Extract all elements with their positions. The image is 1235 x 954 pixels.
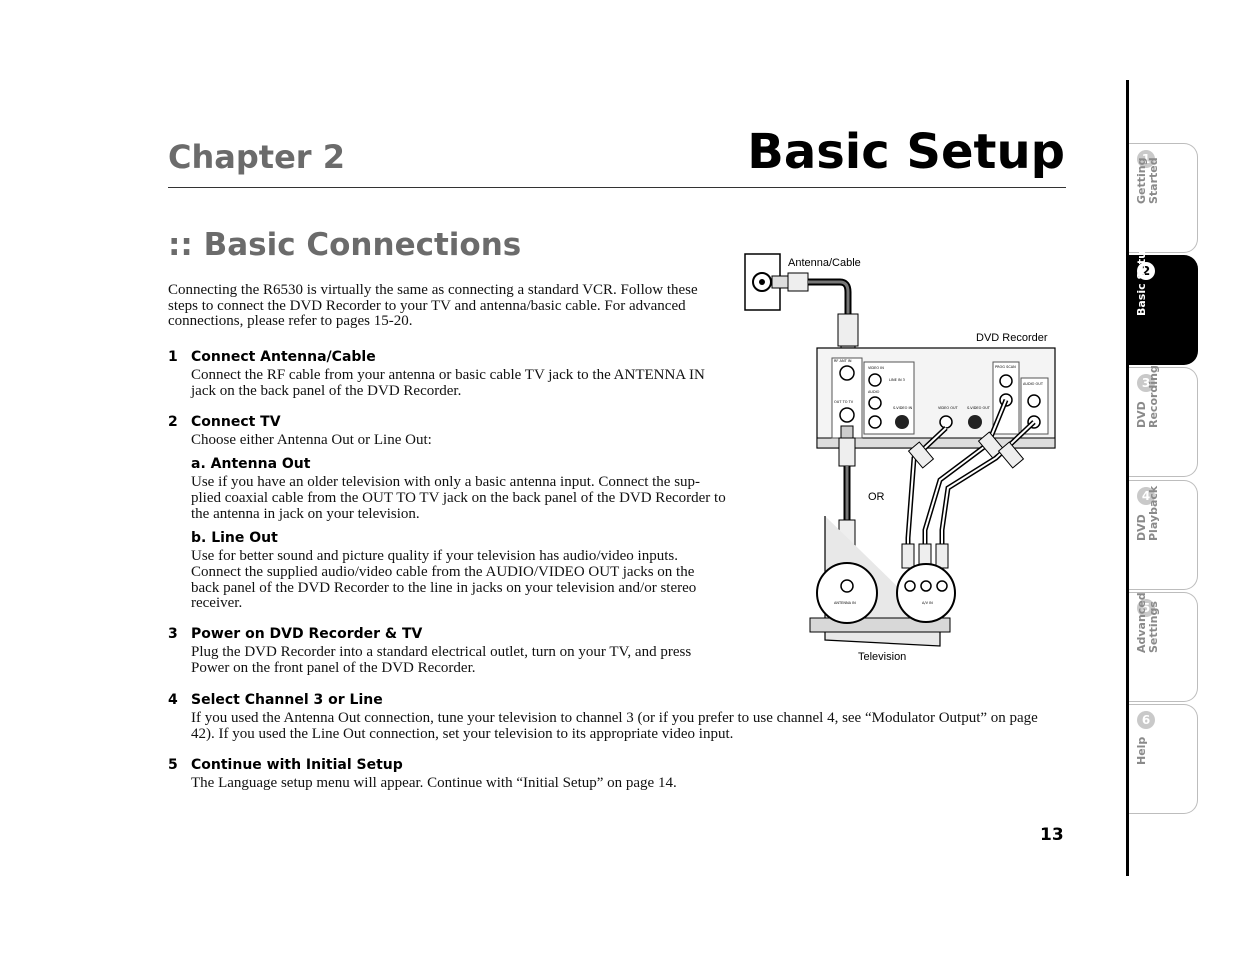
svg-text:LINE IN 3: LINE IN 3 <box>889 378 905 382</box>
step-4-body: If you used the Antenna Out connection, … <box>191 710 1038 742</box>
tab-number-badge: 2 <box>1137 262 1155 280</box>
svg-text:AUDIO: AUDIO <box>868 390 880 394</box>
svg-text:VIDEO OUT: VIDEO OUT <box>938 406 959 410</box>
page-title: Basic Setup <box>747 124 1065 180</box>
step-1-body: Connect the RF cable from your antenna o… <box>191 367 705 399</box>
svg-text:PROG SCAN: PROG SCAN <box>995 365 1016 369</box>
svg-text:ANTENNA IN: ANTENNA IN <box>834 601 856 605</box>
tab-number-badge: 5 <box>1137 599 1155 617</box>
step-number: 5 <box>168 757 178 773</box>
tab-label: Help <box>1135 736 1148 765</box>
tv-av-in-callout <box>896 563 956 623</box>
tv-antenna-in-callout <box>816 562 878 624</box>
tab-label: DVD Playback <box>1135 485 1160 541</box>
substep-b-heading: b. Line Out <box>191 530 278 546</box>
audio-l-jack <box>868 396 882 410</box>
step-3-heading: 3 Power on DVD Recorder & TV <box>168 626 422 642</box>
tab-label: Basic Setup <box>1135 243 1148 316</box>
step-5-body: The Language setup menu will appear. Con… <box>191 775 677 791</box>
step-2-heading: 2 Connect TV <box>168 414 281 430</box>
connection-diagram: Antenna/Cable DVD Recorder RF ANT IN OUT… <box>744 253 1056 663</box>
step-title: Connect TV <box>191 414 281 430</box>
television-label: Television <box>858 651 906 663</box>
or-label: OR <box>868 491 885 503</box>
tab-label: DVD Recording <box>1135 365 1160 428</box>
substep-a-body: Use if you have an older television with… <box>191 474 726 522</box>
tab-number-badge: 3 <box>1137 374 1155 392</box>
side-rule <box>1126 80 1129 876</box>
svideo-in-jack <box>895 415 909 429</box>
svideo-out-jack <box>968 415 982 429</box>
substep-b-body: Use for better sound and picture quality… <box>191 548 697 612</box>
video-in-jack <box>868 373 882 387</box>
section-title: :: Basic Connections <box>168 227 522 263</box>
audio-r-jack <box>868 415 882 429</box>
step-4-heading: 4 Select Channel 3 or Line <box>168 692 383 708</box>
tab-help[interactable]: 6 Help <box>1129 704 1198 814</box>
substep-a-heading: a. Antenna Out <box>191 456 311 472</box>
tab-number-badge: 1 <box>1137 150 1155 168</box>
chapter-label: Chapter 2 <box>168 138 345 176</box>
svg-text:S-VIDEO IN: S-VIDEO IN <box>893 406 913 410</box>
step-3-body: Plug the DVD Recorder into a standard el… <box>191 644 692 676</box>
tab-label: Advanced Settings <box>1135 592 1160 653</box>
audio-out-l-jack <box>1027 394 1041 408</box>
tab-basic-setup[interactable]: 2 Basic Setup <box>1129 243 1198 365</box>
out-to-tv-jack <box>839 407 855 423</box>
intro-paragraph: Connecting the R6530 is virtually the sa… <box>168 282 698 330</box>
svg-text:VIDEO IN: VIDEO IN <box>868 366 884 370</box>
svg-text:S-VIDEO OUT: S-VIDEO OUT <box>967 406 991 410</box>
svg-text:A/V IN: A/V IN <box>922 601 933 605</box>
tab-dvd-recording[interactable]: 3 DVD Recording <box>1129 365 1198 477</box>
svg-text:AUDIO OUT: AUDIO OUT <box>1023 382 1044 386</box>
antenna-cable-label: Antenna/Cable <box>788 257 861 269</box>
tab-label: Getting Started <box>1135 157 1160 204</box>
dvd-recorder-label: DVD Recorder <box>976 332 1048 344</box>
step-5-heading: 5 Continue with Initial Setup <box>168 757 403 773</box>
step-title: Continue with Initial Setup <box>191 757 403 773</box>
step-title: Select Channel 3 or Line <box>191 692 383 708</box>
step-number: 1 <box>168 349 178 365</box>
step-title: Power on DVD Recorder & TV <box>191 626 423 642</box>
tab-advanced-settings[interactable]: 5 Advanced Settings <box>1129 592 1198 702</box>
page-number: 13 <box>1040 825 1064 845</box>
tab-dvd-playback[interactable]: 4 DVD Playback <box>1129 480 1198 590</box>
tab-number-badge: 6 <box>1137 711 1155 729</box>
step-2-body: Choose either Antenna Out or Line Out: <box>191 432 432 448</box>
rf-in-jack <box>839 365 855 381</box>
tab-number-badge: 4 <box>1137 487 1155 505</box>
svg-text:RF ANT IN: RF ANT IN <box>834 359 852 363</box>
step-title: Connect Antenna/Cable <box>191 349 376 365</box>
tab-getting-started[interactable]: 1 Getting Started <box>1129 143 1198 253</box>
step-number: 4 <box>168 692 178 708</box>
video-out-jack <box>939 415 953 429</box>
svg-text:OUT TO TV: OUT TO TV <box>834 400 854 404</box>
step-number: 2 <box>168 414 178 430</box>
header-rule <box>168 187 1066 188</box>
step-1-heading: 1 Connect Antenna/Cable <box>168 349 376 365</box>
step-number: 3 <box>168 626 178 642</box>
